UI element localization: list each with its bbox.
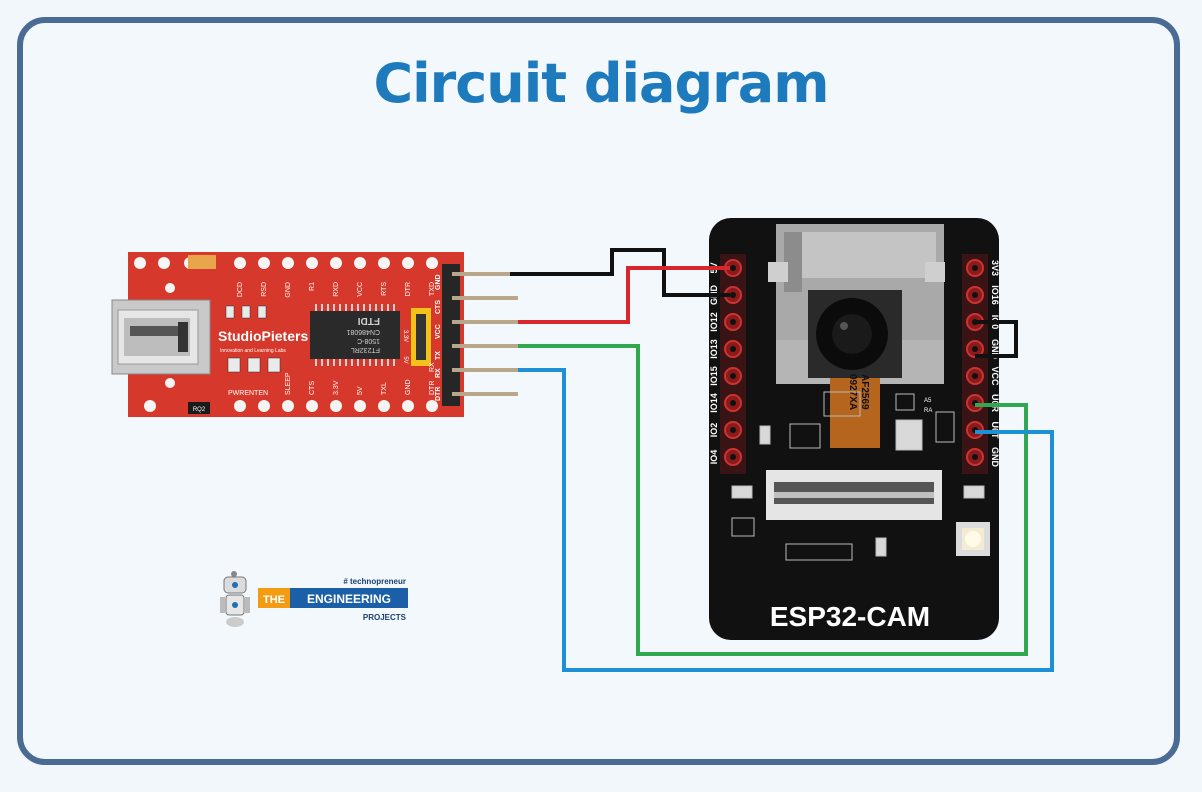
svg-text:CTS: CTS <box>309 381 316 395</box>
svg-text:DTR: DTR <box>435 387 442 401</box>
robot-logo-icon <box>220 571 250 627</box>
esp-board-label: ESP32-CAM <box>770 601 930 632</box>
voltage-jumper: 3.3V 5V <box>402 308 431 366</box>
svg-text:RSD: RSD <box>261 282 268 297</box>
svg-text:IO14: IO14 <box>709 393 719 413</box>
svg-text:3.3V: 3.3V <box>402 330 408 342</box>
esp32-cam-board: AF2569 0927XA A5 RA <box>709 218 1000 640</box>
svg-text:DTR: DTR <box>429 381 436 395</box>
svg-text:3.3V: 3.3V <box>333 380 340 395</box>
ftdi-bottom-labels: PWRENTEN SLEEP CTS 3.3V 5V TXL GND DTR R… <box>228 362 436 397</box>
svg-text:PROJECTS: PROJECTS <box>363 613 407 622</box>
svg-text:FTDI: FTDI <box>358 315 380 326</box>
svg-text:IO2: IO2 <box>709 423 719 438</box>
svg-text:GND: GND <box>405 379 412 395</box>
svg-text:IO15: IO15 <box>709 366 719 386</box>
svg-text:CN486081: CN486081 <box>346 328 380 335</box>
svg-text:TX: TX <box>435 351 442 360</box>
svg-text:IO13: IO13 <box>709 339 719 359</box>
svg-text:GND: GND <box>990 339 1000 360</box>
svg-text:GND: GND <box>990 447 1000 468</box>
svg-text:# technopreneur: # technopreneur <box>343 577 406 586</box>
svg-text:VCC: VCC <box>435 324 442 339</box>
flash-led <box>956 522 990 556</box>
svg-text:THE: THE <box>263 594 285 606</box>
svg-text:IO4: IO4 <box>709 450 719 465</box>
svg-text:PWRENTEN: PWRENTEN <box>228 390 268 397</box>
svg-text:IO12: IO12 <box>709 312 719 332</box>
svg-text:AF2569: AF2569 <box>859 374 870 410</box>
svg-text:VCC: VCC <box>357 282 364 297</box>
svg-text:RQ2: RQ2 <box>193 407 206 413</box>
svg-text:ENGINEERING: ENGINEERING <box>307 592 391 606</box>
wire-tx-green <box>518 344 1028 656</box>
ftdi-top-labels: DCD RSD GND R1 RXD VCC RTS DTR TXD <box>237 282 436 298</box>
svg-text:RA: RA <box>924 408 932 414</box>
ftdi-board: RQ2 StudioPieters Innovation and Learnin… <box>111 252 518 417</box>
svg-text:SLEEP: SLEEP <box>285 372 292 395</box>
svg-text:GND: GND <box>285 282 292 298</box>
wire-gnd-black <box>510 248 730 297</box>
svg-text:TXD: TXD <box>429 282 436 296</box>
svg-text:DCD: DCD <box>237 282 244 297</box>
svg-text:3V3: 3V3 <box>990 260 1000 276</box>
wires <box>510 248 1054 672</box>
camera-module: AF2569 0927XA <box>808 290 902 448</box>
page-title: Circuit diagram <box>373 52 830 115</box>
svg-text:FT232RL: FT232RL <box>351 346 380 353</box>
svg-text:IO16: IO16 <box>990 285 1000 305</box>
esp-right-header: 3V3 IO16 IO0 GND VCC U0R U0T GND <box>962 254 1000 474</box>
svg-text:RTS: RTS <box>381 282 388 296</box>
svg-text:CTS: CTS <box>435 300 442 314</box>
ftdi-bottom-holes <box>144 283 438 412</box>
ft232-chip: FT232RL 1508-C CN486081 FTDI <box>310 304 400 366</box>
svg-text:RX: RX <box>435 368 442 378</box>
wire-io0-gnd-jumper <box>975 320 1018 358</box>
engineering-projects-logo: # technopreneur THE ENGINEERING PROJECTS <box>220 571 408 627</box>
usb-mini-connector <box>111 299 211 375</box>
ftdi-brand-sub: Innovation and Learning Labs <box>220 348 286 354</box>
esp-left-header: 5V GND IO12 IO13 IO15 IO14 IO2 IO4 <box>709 254 746 474</box>
wire-rx-blue <box>518 368 1054 672</box>
wire-vcc-red <box>518 266 730 324</box>
ftdi-led <box>188 255 216 269</box>
ftdi-header-labels: GND CTS VCC TX RX DTR <box>435 274 442 401</box>
svg-text:RX: RX <box>429 362 436 372</box>
svg-text:GND: GND <box>435 274 442 290</box>
svg-text:RXD: RXD <box>333 282 340 297</box>
svg-text:A5: A5 <box>924 398 932 404</box>
svg-text:R1: R1 <box>309 282 316 291</box>
svg-text:TXL: TXL <box>381 382 388 395</box>
ftdi-header-block <box>442 264 460 406</box>
svg-text:1508-C: 1508-C <box>357 337 380 344</box>
ftdi-header-pins <box>452 272 518 396</box>
svg-text:VCC: VCC <box>990 366 1000 386</box>
ftdi-crystal <box>188 402 210 414</box>
svg-text:DTR: DTR <box>405 282 412 296</box>
fpc-connector <box>766 470 942 520</box>
ftdi-brand: StudioPieters <box>218 328 308 344</box>
svg-text:5V: 5V <box>357 386 364 395</box>
svg-text:5V: 5V <box>402 356 408 363</box>
